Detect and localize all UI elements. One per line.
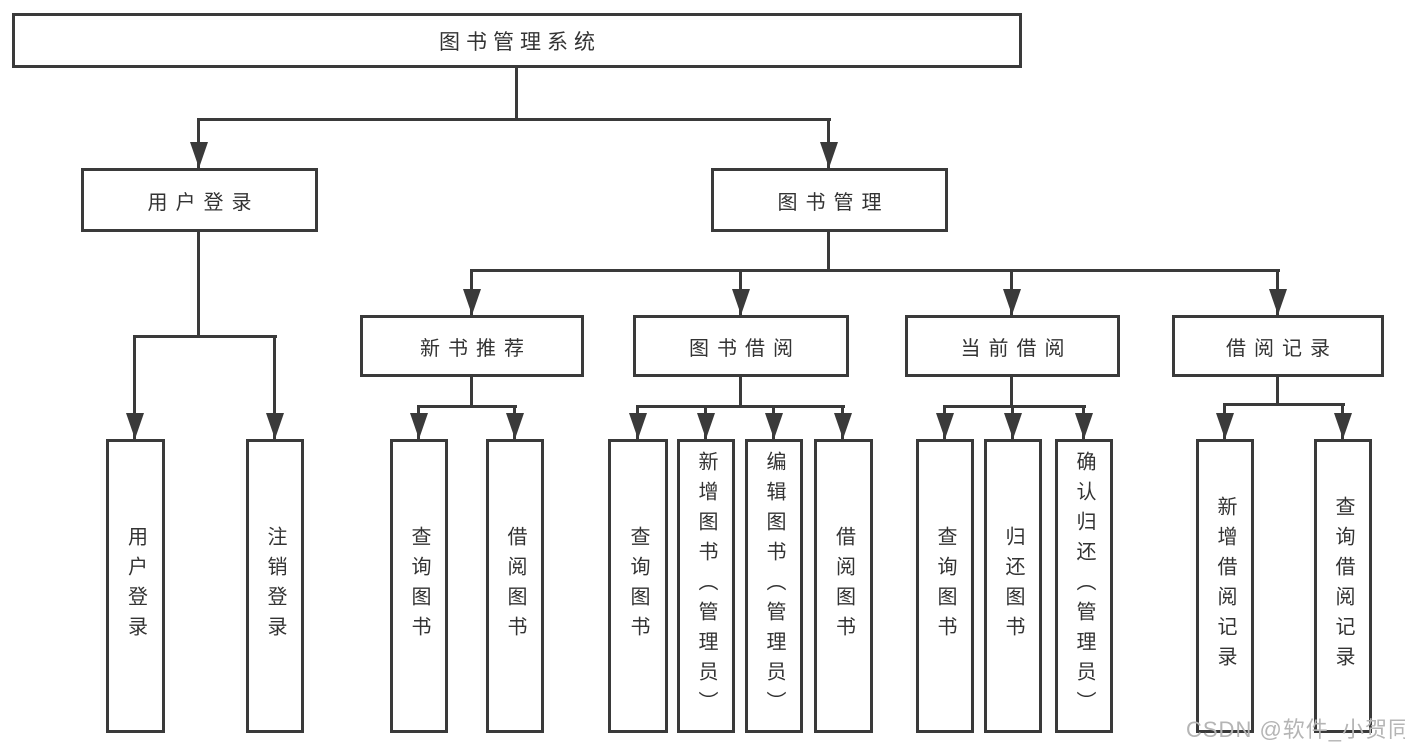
node-label: 图书借阅 (689, 337, 801, 360)
node-newbooks-borrow: 借阅图书 (486, 439, 544, 733)
node-label: 确认归还（管理员） (1073, 451, 1095, 721)
arrowhead-down (1216, 413, 1234, 439)
node-label: 借阅记录 (1226, 337, 1338, 360)
arrowhead-logout (266, 413, 284, 439)
arrowhead-down (765, 413, 783, 439)
connector-newbooks-rail (417, 405, 517, 408)
connector-root-trunk (515, 66, 518, 121)
node-borrowing-add-admin: 新增图书（管理员） (677, 439, 735, 733)
connector-stem-logout (273, 335, 276, 439)
connector-records-rail (1223, 403, 1345, 406)
arrowhead-current (1003, 289, 1021, 315)
arrowhead-login (126, 413, 144, 439)
node-label: 查询借阅记录 (1332, 496, 1354, 676)
node-label: 用户登录 (147, 191, 260, 214)
node-label: 查询图书 (408, 526, 430, 646)
arrowhead-down (506, 413, 524, 439)
connector-newbooks-trunk (470, 374, 473, 407)
node-book-management: 图书管理 (711, 168, 948, 232)
node-logout: 注销登录 (246, 439, 304, 733)
node-user-login: 用户登录 (81, 168, 318, 232)
arrowhead-down (1334, 413, 1352, 439)
node-label: 借阅图书 (504, 526, 526, 646)
arrowhead-down (697, 413, 715, 439)
node-borrowing-records: 借阅记录 (1172, 315, 1384, 377)
node-borrowing-edit-admin: 编辑图书（管理员） (745, 439, 803, 733)
connector-bookmgmt-rail (470, 269, 1280, 272)
node-label: 编辑图书（管理员） (763, 451, 785, 721)
node-label: 查询图书 (934, 526, 956, 646)
connector-records-trunk (1276, 374, 1279, 405)
arrowhead-user-login (190, 142, 208, 168)
arrowhead-down (410, 413, 428, 439)
connector-bookmgmt-trunk (827, 229, 830, 272)
node-current-return: 归还图书 (984, 439, 1042, 733)
node-current-search: 查询图书 (916, 439, 974, 733)
node-records-search: 查询借阅记录 (1314, 439, 1372, 733)
node-new-book-recommend: 新书推荐 (360, 315, 584, 377)
node-current-confirm-admin: 确认归还（管理员） (1055, 439, 1113, 733)
connector-current-rail (943, 405, 1086, 408)
connector-current-trunk (1010, 374, 1013, 407)
arrowhead-down (1004, 413, 1022, 439)
connector-borrowing-rail (636, 405, 845, 408)
arrowhead-down (629, 413, 647, 439)
arrowhead-down (1075, 413, 1093, 439)
node-book-borrowing: 图书借阅 (633, 315, 849, 377)
connector-userlogin-trunk (197, 229, 200, 338)
node-login: 用户登录 (106, 439, 165, 733)
node-label: 图书管理系统 (439, 30, 601, 54)
arrowhead-records (1269, 289, 1287, 315)
node-label: 新书推荐 (420, 337, 532, 360)
node-newbooks-search: 查询图书 (390, 439, 448, 733)
node-label: 新增借阅记录 (1214, 496, 1236, 676)
csdn-watermark: CSDN @软件_小贺同学 (1186, 717, 1405, 742)
node-borrowing-search: 查询图书 (608, 439, 668, 733)
node-library-management-system: 图书管理系统 (12, 13, 1022, 68)
node-label: 当前借阅 (960, 337, 1073, 360)
arrowhead-new-books (463, 289, 481, 315)
node-label: 归还图书 (1002, 526, 1024, 646)
node-borrowing-borrow: 借阅图书 (814, 439, 873, 733)
node-label: 查询图书 (627, 526, 649, 646)
connector-root-rail (197, 118, 831, 121)
node-label: 新增图书（管理员） (695, 451, 717, 721)
node-current-borrowing: 当前借阅 (905, 315, 1120, 377)
connector-userlogin-rail (133, 335, 277, 338)
arrowhead-borrowing (732, 289, 750, 315)
arrowhead-down (936, 413, 954, 439)
node-label: 借阅图书 (832, 526, 855, 646)
node-label: 注销登录 (264, 526, 286, 646)
connector-borrowing-trunk (739, 374, 742, 407)
connector-stem-login (133, 335, 136, 439)
arrowhead-book-mgmt (820, 142, 838, 168)
arrowhead-down (834, 413, 852, 439)
node-records-add: 新增借阅记录 (1196, 439, 1254, 733)
node-label: 图书管理 (777, 191, 890, 214)
node-label: 用户登录 (124, 526, 147, 646)
